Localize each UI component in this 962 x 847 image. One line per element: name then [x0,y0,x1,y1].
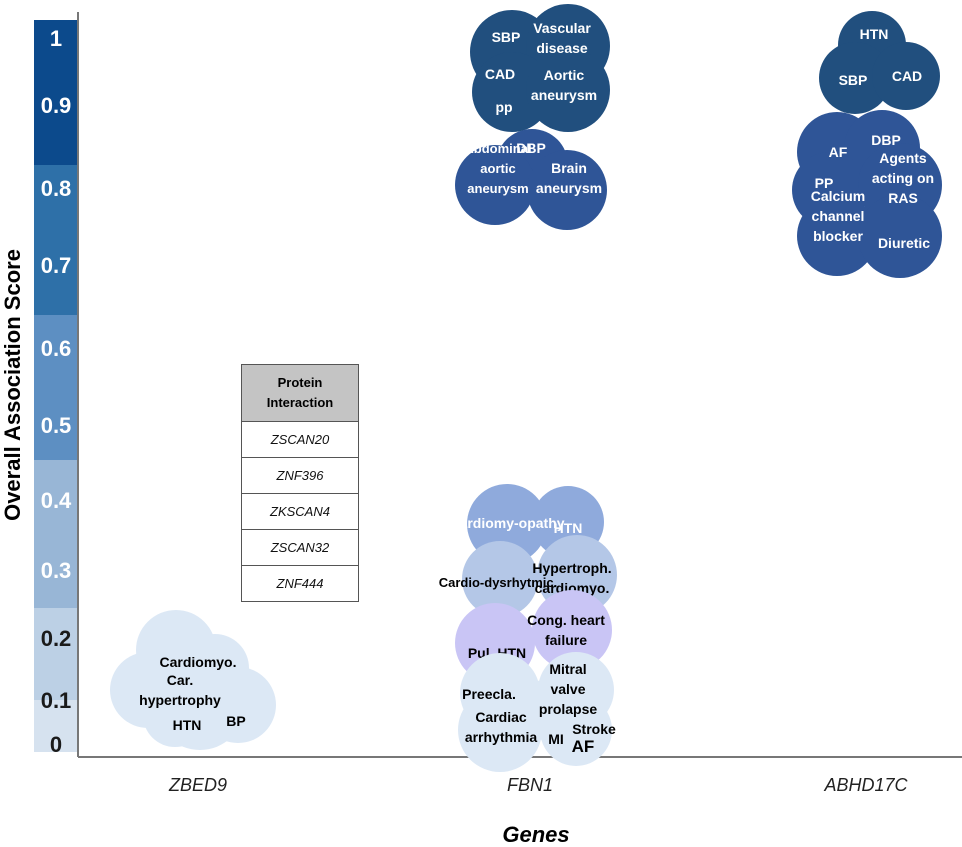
cluster-bubble [532,590,612,670]
colorbar-band [34,20,78,165]
cluster-bubble [858,194,942,278]
cluster-label: PP [815,175,834,191]
colorbar-band [34,165,78,315]
colorbar-band [34,700,78,752]
cluster-bubble [143,683,207,747]
cluster-bubble [819,42,891,114]
cluster-label: HTN [554,520,583,536]
cluster-label: DBP [871,132,901,148]
cluster-label: SBP [492,29,521,45]
protein-interaction-header: Protein Interaction [242,365,358,422]
cluster-label: HTN [860,26,889,42]
cluster-label: MI [548,731,564,747]
y-tick-label: 0.9 [41,93,72,118]
colorbar-band [34,608,78,700]
cluster-label: AF [829,144,848,160]
y-tick-label: 0.1 [41,688,72,713]
x-tick-label: FBN1 [507,775,553,795]
y-tick-label: 0.3 [41,558,72,583]
cluster-label: Cardiomy-opathy [449,515,564,531]
protein-interaction-table: Protein Interaction ZSCAN20 ZNF396 ZKSCA… [241,364,359,602]
cluster-bubble [526,48,610,132]
cluster-label: CAD [892,68,922,84]
y-tick-label: 0.2 [41,626,72,651]
colorbar-band [34,460,78,608]
cluster-bubble [462,541,538,617]
y-tick-label: 0.5 [41,413,72,438]
cluster-label: BP [226,713,245,729]
y-tick-label: 0.7 [41,253,72,278]
x-tick-label: ZBED9 [168,775,227,795]
cluster-label: AF [572,737,595,756]
cluster-label: Car.hypertrophy [139,672,221,708]
protein-interaction-row: ZSCAN20 [242,422,358,458]
cluster-label: DBP [516,140,546,156]
cluster-label: pp [495,99,512,115]
cluster-label: Diuretic [878,235,930,251]
protein-interaction-row: ZSCAN32 [242,530,358,566]
cluster-label: Cardio-dysrhytmic. [439,575,557,590]
cluster-label: Hypertroph.cardiomyo. [532,560,611,596]
cluster-bubble [872,42,940,110]
protein-interaction-row: ZNF444 [276,576,324,591]
y-tick-label: 0.6 [41,336,72,361]
cluster-label: Cardiomyo. [159,654,236,670]
cluster-label: SBP [839,72,868,88]
cluster-label: HTN [173,717,202,733]
y-tick-label: 0.8 [41,176,72,201]
y-axis-title: Overall Association Score [0,249,25,521]
y-tick-label: 0 [50,732,62,757]
cluster-label: Stroke [572,721,616,737]
colorbar-band [34,315,78,460]
cluster-bubble [797,196,877,276]
x-tick-label: ABHD17C [823,775,908,795]
protein-interaction-row: ZKSCAN4 [242,494,358,530]
x-axis-title: Genes [502,822,569,847]
cluster-bubble [200,667,276,743]
protein-interaction-row: ZNF396 [242,458,358,494]
cluster-bubble [455,145,535,225]
cluster-label: Preecla. [462,686,516,702]
cluster-bubble [527,150,607,230]
cluster-label: CAD [485,66,515,82]
y-tick-label: 1 [50,26,62,51]
y-tick-label: 0.4 [41,488,72,513]
cluster-bubble [515,680,575,740]
